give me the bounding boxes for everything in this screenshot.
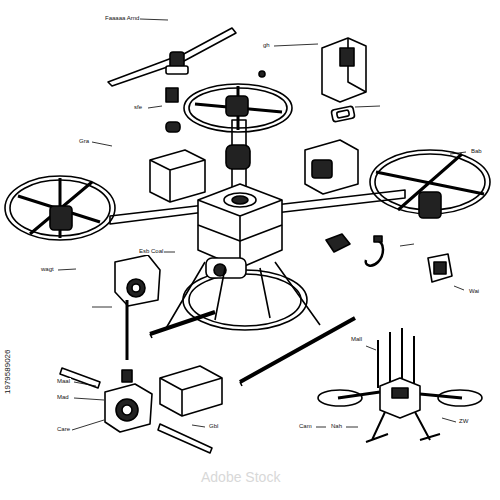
assembled-drone [318,328,482,442]
propeller-blades [60,368,212,453]
part-label: Mad [56,394,70,401]
part-label: Wai [468,288,480,295]
part-label: Gra [78,138,90,145]
part-label: ZW [458,418,469,425]
small-part [259,71,265,77]
part-label: Nah [330,423,343,430]
part-label: Faaaaa Arnd [104,15,140,22]
battery-pack [322,38,366,122]
part-label: gh [262,42,271,49]
loose-propeller [108,28,236,86]
part-label: Mall [350,336,363,343]
part-label: Care [56,426,71,433]
battery-module [160,366,222,416]
part-label: Cam [298,423,313,430]
rotor-rings [5,84,490,330]
drone-body [198,184,282,278]
part-label: Bab [470,148,483,155]
controller-box [150,150,205,202]
camera-module [305,140,358,194]
camera-unit [105,300,152,432]
leader-lines [58,19,466,430]
part-label: Gbl [208,423,219,430]
part-label: wagt [40,266,55,273]
small-part [166,88,178,102]
stock-id: 1979589026 [4,349,13,396]
small-part [166,122,180,132]
watermark: Adobe Stock [200,470,281,485]
part-label: Esb Coal [138,248,164,255]
gimbal-camera [115,255,160,306]
landing-gear [150,262,355,386]
part-label: sfe [133,104,143,111]
small-components [326,234,452,282]
part-label: Maal [56,378,71,385]
